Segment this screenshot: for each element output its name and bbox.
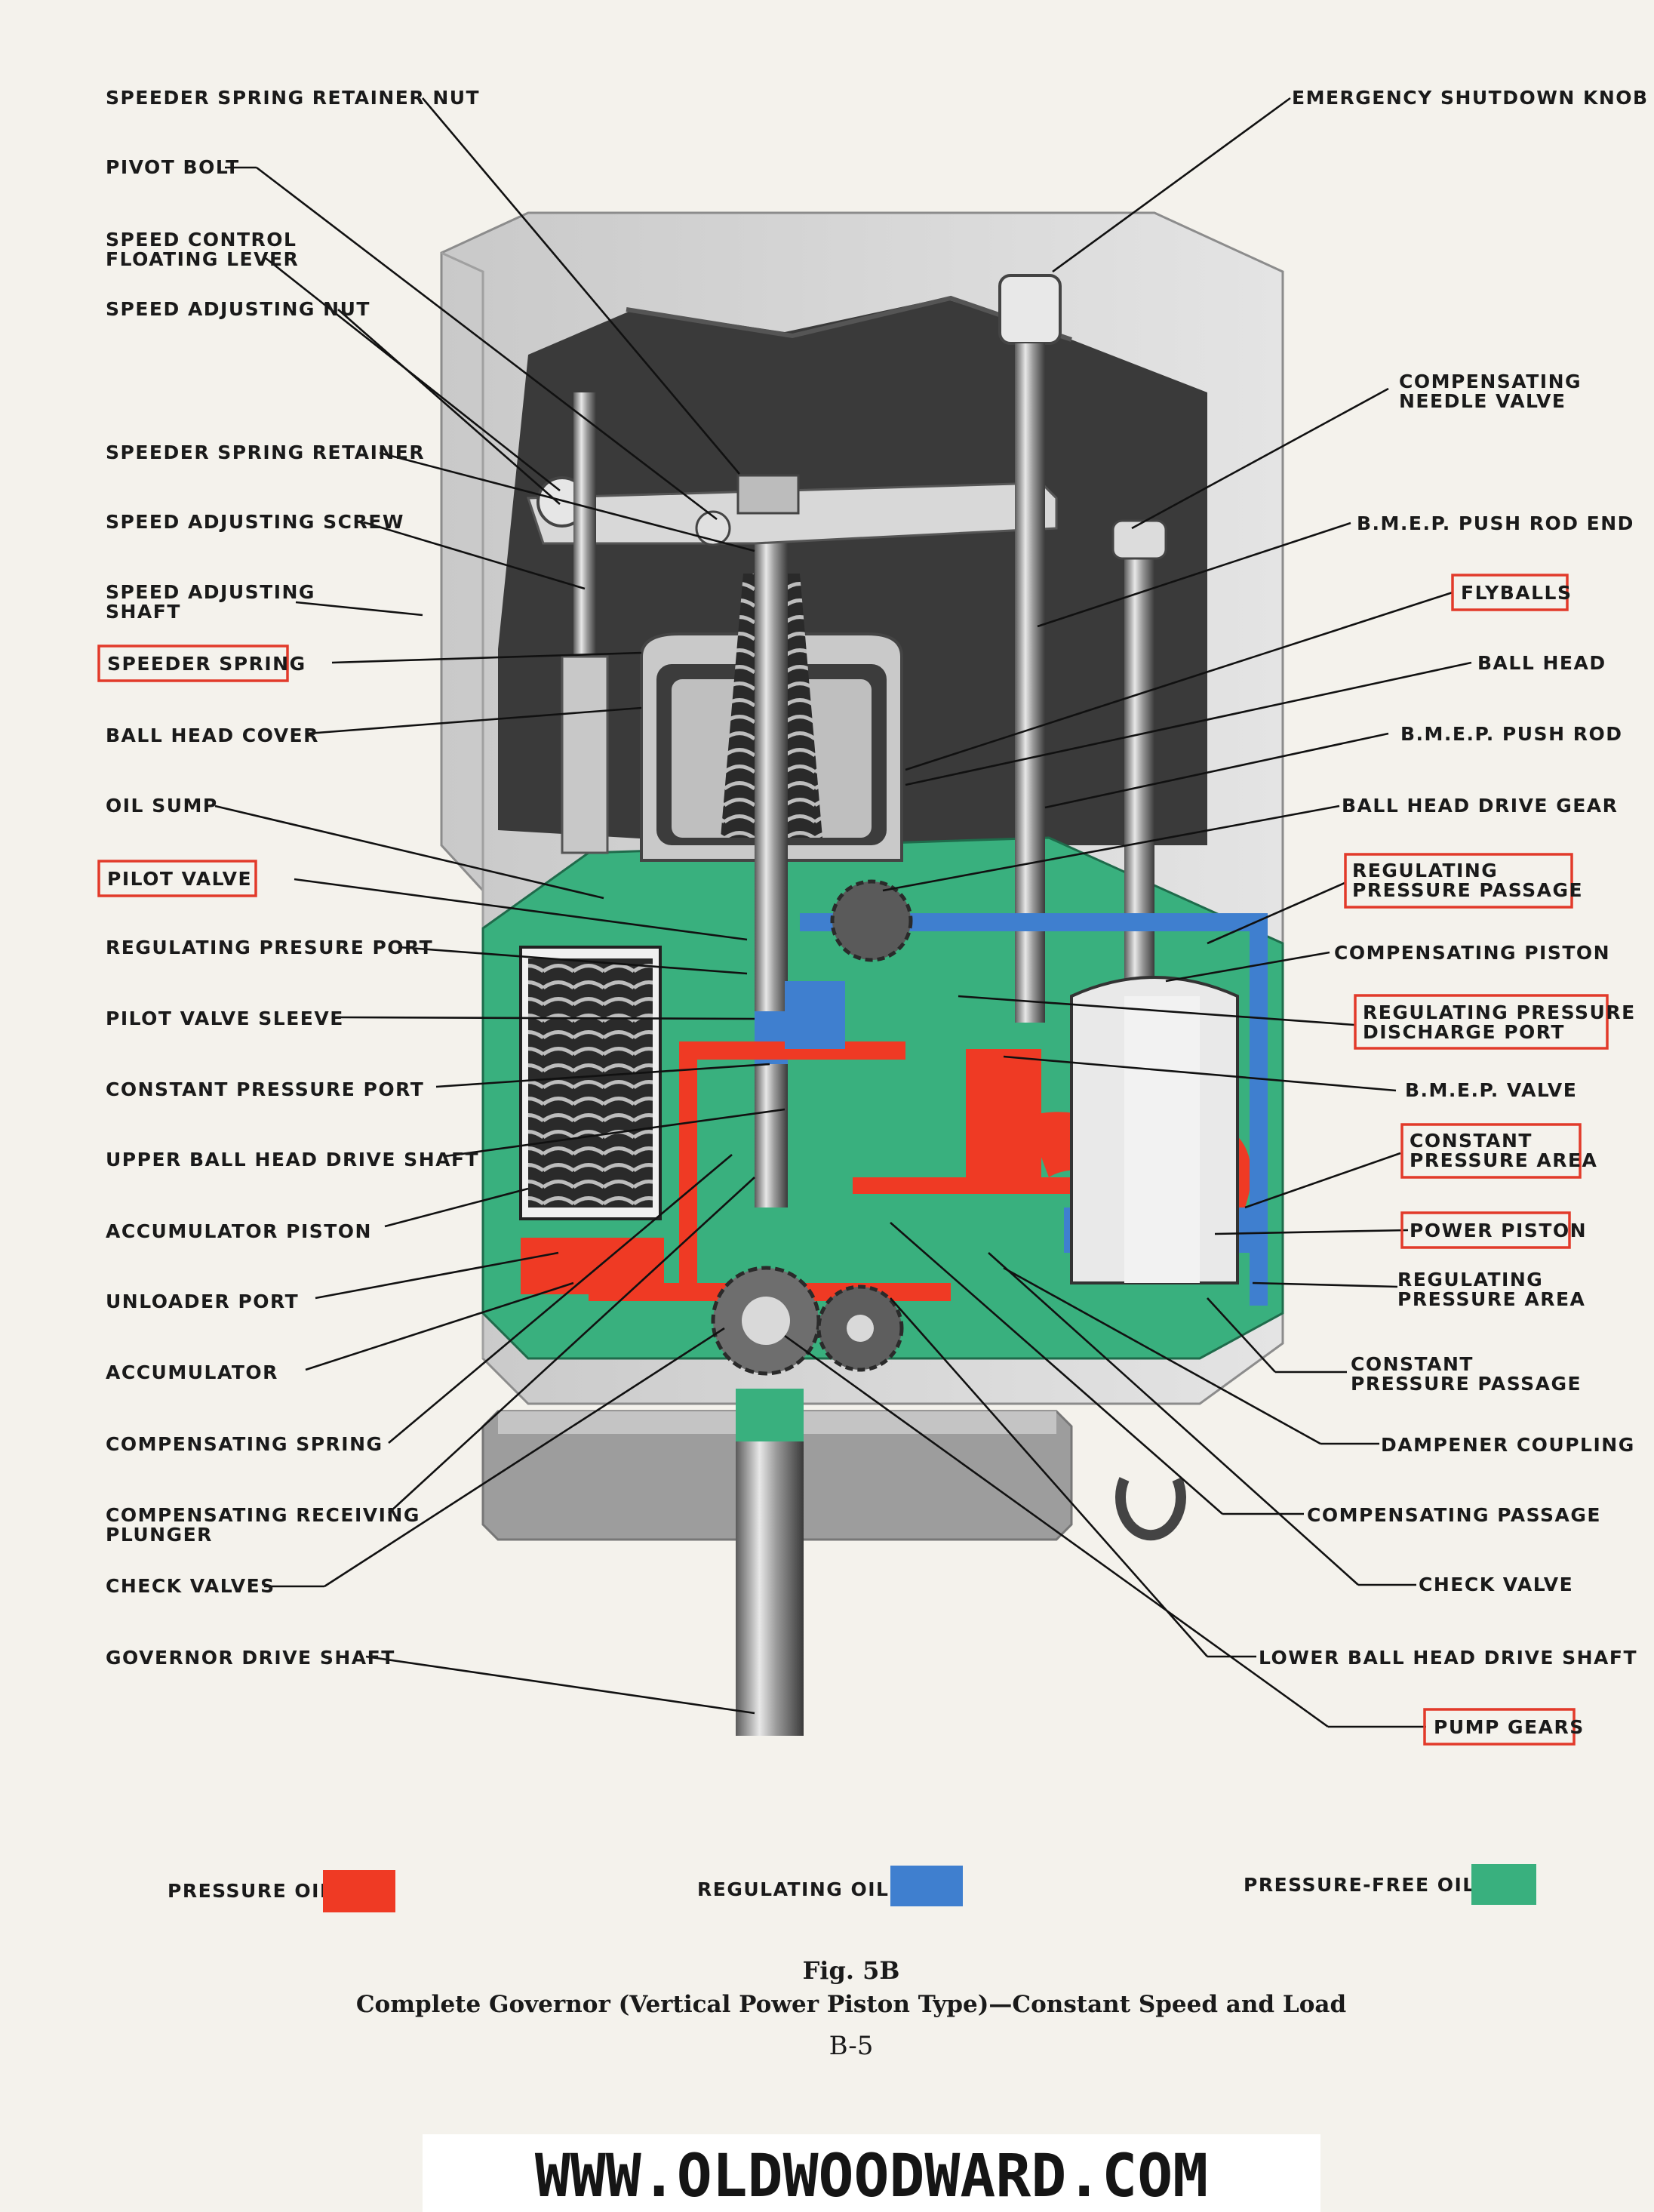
legend-label-pressure-oil: PRESSURE OIL [168, 1880, 333, 1902]
label-compensating-receiving-plunger-2: PLUNGER [106, 1524, 213, 1546]
label-pilot-valve-sleeve: PILOT VALVE SLEEVE [106, 1008, 344, 1029]
label-compensating-piston: COMPENSATING PISTON [1334, 942, 1610, 964]
label-unloader-port: UNLOADER PORT [106, 1291, 299, 1312]
label-ball-head: BALL HEAD [1477, 652, 1606, 674]
label-regulating-pressure-discharge-port-2: DISCHARGE PORT [1363, 1021, 1565, 1043]
callout-box-power-piston [1400, 1211, 1571, 1249]
legend-label-regulating-oil: REGULATING OIL [697, 1878, 889, 1900]
label-compensating-needle-valve-2: NEEDLE VALVE [1399, 390, 1566, 412]
label-pivot-bolt: PIVOT BOLT [106, 156, 240, 178]
page-number: B-5 [829, 2031, 874, 2061]
label-speed-adjusting-shaft: SPEED ADJUSTING [106, 581, 315, 603]
figure-title: Complete Governor (Vertical Power Piston… [356, 1991, 1346, 2018]
label-regulating-pressure-discharge-port: REGULATING PRESSURE [1363, 1001, 1636, 1023]
label-regulating-pressure-passage-2: PRESSURE PASSAGE [1352, 879, 1583, 901]
label-governor-drive-shaft: GOVERNOR DRIVE SHAFT [106, 1647, 395, 1669]
figure-number: Fig. 5B [803, 1956, 900, 1985]
label-compensating-spring: COMPENSATING SPRING [106, 1433, 383, 1455]
label-constant-pressure-port: CONSTANT PRESSURE PORT [106, 1078, 424, 1100]
label-lower-ball-head-drive-shaft: LOWER BALL HEAD DRIVE SHAFT [1259, 1647, 1637, 1669]
label-compensating-receiving-plunger: COMPENSATING RECEIVING [106, 1504, 420, 1526]
label-speed-control-floating-lever-2: FLOATING LEVER [106, 248, 299, 270]
label-constant-pressure-area: CONSTANT [1410, 1130, 1533, 1152]
callout-box-flyballs [1451, 574, 1569, 611]
label-speeder-spring-retainer-nut: SPEEDER SPRING RETAINER NUT [106, 87, 480, 109]
label-ball-head-cover: BALL HEAD COVER [106, 725, 319, 746]
label-upper-ball-head-drive-shaft: UPPER BALL HEAD DRIVE SHAFT [106, 1149, 479, 1171]
label-accumulator: ACCUMULATOR [106, 1361, 278, 1383]
label-compensating-needle-valve: COMPENSATING [1399, 371, 1582, 392]
emergency-knob-shape [998, 274, 1062, 345]
callout-box-regulating-pressure-passage [1344, 853, 1573, 909]
label-flyballs: FLYBALLS [1461, 582, 1573, 604]
label-pilot-valve: PILOT VALVE [107, 868, 252, 890]
label-bmep-push-rod: B.M.E.P. PUSH ROD [1400, 723, 1622, 745]
legend-swatch-pressure-oil [323, 1870, 395, 1912]
label-check-valves: CHECK VALVES [106, 1575, 275, 1597]
callout-box-regulating-pressure-discharge-port [1354, 994, 1609, 1050]
governor-illustration [440, 211, 1284, 1736]
pilot-valve-stem [755, 498, 788, 1208]
pump-gears-shape [711, 879, 913, 1376]
label-regulating-presure-port: REGULATING PRESURE PORT [106, 937, 433, 958]
label-accumulator-piston: ACCUMULATOR PISTON [106, 1220, 372, 1242]
callout-box-pump-gears [1423, 1708, 1576, 1746]
label-ball-head-drive-gear: BALL HEAD DRIVE GEAR [1342, 795, 1618, 817]
drive-shaft-shape [736, 1389, 804, 1736]
label-pump-gears: PUMP GEARS [1434, 1716, 1585, 1738]
label-bmep-valve: B.M.E.P. VALVE [1405, 1079, 1577, 1101]
callout-box-speeder-spring [97, 645, 289, 682]
label-speeder-spring-retainer: SPEEDER SPRING RETAINER [106, 441, 425, 463]
legend: PRESSURE OIL REGULATING OIL PRESSURE-FRE… [168, 1864, 1536, 1912]
legend-swatch-regulating-oil [890, 1866, 963, 1906]
callout-box-constant-pressure-area [1400, 1123, 1582, 1179]
label-oil-sump: OIL SUMP [106, 795, 218, 817]
label-speed-adjusting-nut: SPEED ADJUSTING NUT [106, 298, 370, 320]
label-speed-control-floating-lever: SPEED CONTROL [106, 229, 297, 251]
labels-left: SPEEDER SPRING RETAINER NUT PIVOT BOLT S… [97, 87, 480, 1669]
label-speed-adjusting-shaft-2: SHAFT [106, 601, 181, 623]
label-regulating-pressure-area: REGULATING [1397, 1269, 1543, 1291]
website-stamp: WWW.OLDWOODWARD.COM [423, 2134, 1320, 2212]
label-regulating-pressure-passage: REGULATING [1352, 860, 1498, 881]
label-speed-adjusting-screw: SPEED ADJUSTING SCREW [106, 511, 404, 533]
label-check-valve: CHECK VALVE [1419, 1574, 1573, 1595]
leader-lines [214, 97, 1472, 1728]
label-speeder-spring: SPEEDER SPRING [107, 653, 306, 675]
caption: Fig. 5B Complete Governor (Vertical Powe… [356, 1956, 1346, 2061]
label-power-piston: POWER PISTON [1410, 1220, 1587, 1241]
label-compensating-passage: COMPENSATING PASSAGE [1307, 1504, 1601, 1526]
label-bmep-push-rod-end: B.M.E.P. PUSH ROD END [1357, 512, 1634, 534]
label-constant-pressure-passage: CONSTANT [1351, 1353, 1474, 1375]
label-dampener-coupling: DAMPENER COUPLING [1381, 1434, 1635, 1456]
label-constant-pressure-area-2: PRESSURE AREA [1410, 1149, 1597, 1171]
label-emergency-shutdown-knob: EMERGENCY SHUTDOWN KNOB [1292, 87, 1649, 109]
legend-label-pressure-free-oil: PRESSURE-FREE OIL [1244, 1874, 1476, 1896]
labels-right: EMERGENCY SHUTDOWN KNOB COMPENSATING NEE… [1259, 87, 1649, 1746]
label-constant-pressure-passage-2: PRESSURE PASSAGE [1351, 1373, 1582, 1395]
label-regulating-pressure-area-2: PRESSURE AREA [1397, 1288, 1585, 1310]
website-url: WWW.OLDWOODWARD.COM [535, 2143, 1208, 2210]
callout-box-pilot-valve [97, 860, 257, 897]
legend-swatch-pressure-free-oil [1471, 1864, 1536, 1905]
